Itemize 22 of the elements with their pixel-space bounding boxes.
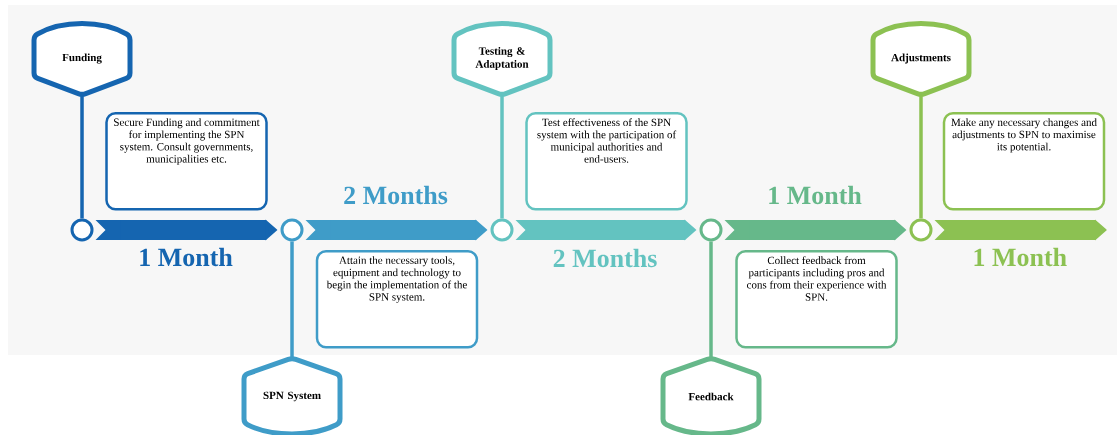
description-box: Secure Funding and commitment for implementing the SPN system. Consult governments, municipalities etc. [105,112,268,211]
duration-label: 1 Month [140,247,233,267]
description-box: Make any necessary changes and adjustments to SPN to maximise its potential. [942,112,1106,211]
circle-marker [70,218,94,242]
tag-hexagon: SPN System [241,356,343,435]
description-box: Test effectiveness of the SPN system with the participation of municipal authorities and end-users. [525,112,688,211]
stem-line [500,95,504,219]
circle-marker [699,218,723,242]
stem-line [290,241,294,358]
circle-marker [909,218,933,242]
tag-hexagon: Feedback [660,356,762,435]
duration-label: 1 Month [769,185,862,205]
description-box: Collect feedback from participants including pros and cons from their experience with SPN. [735,250,898,349]
stem-line [919,95,923,219]
duration-label: 2 Months [553,248,657,268]
duration-label: 2 Months [344,185,448,205]
circle-marker [490,218,514,242]
description-box: Attain the necessary tools, equipment and technology to begin the implementation of the SPN system. [315,250,479,349]
duration-label: 1 Month [974,247,1067,267]
stem-line [709,241,713,358]
circle-marker [280,218,304,242]
stem-line [80,95,84,219]
